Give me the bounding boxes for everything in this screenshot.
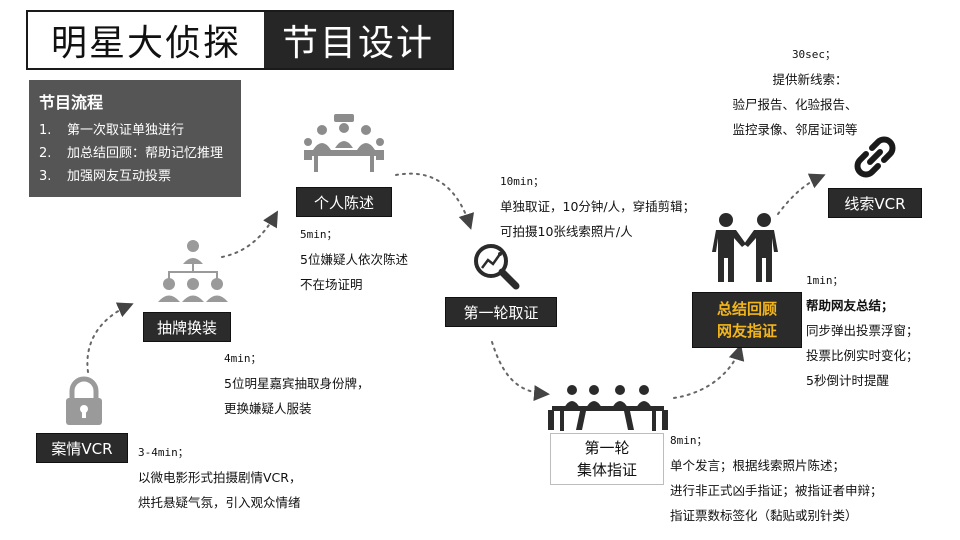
desc-draw-cards: 4min； 5位明星嘉宾抽取身份牌， 更换嫌疑人服装 bbox=[224, 346, 369, 421]
stage-summary-line1: 总结回顾 bbox=[716, 300, 777, 318]
stage-statement: 个人陈述 bbox=[296, 187, 392, 217]
connector-2 bbox=[221, 210, 279, 258]
desc-line: 5位嫌疑人依次陈述 bbox=[300, 252, 408, 267]
flow-item-number: 2. bbox=[39, 146, 52, 161]
title-main: 明星大侦探 bbox=[50, 23, 241, 64]
desc-line: 投票比例实时变化； bbox=[806, 348, 919, 363]
stage-summary-line2: 网友指证 bbox=[716, 322, 777, 340]
flow-heading: 节目流程 bbox=[39, 93, 104, 112]
desc-clue-vcr: 30sec； 提供新线索： 验尸报告、化验报告、 监控录像、邻居证词等 bbox=[720, 42, 870, 142]
stage-summary: 总结回顾 网友指证 bbox=[692, 292, 802, 348]
desc-line: 以微电影形式拍摄剧情VCR， bbox=[138, 470, 302, 485]
team-table-icon bbox=[548, 385, 668, 431]
connector-6 bbox=[777, 173, 826, 215]
desc-line: 单独取证，10分钟/人，穿插剪辑； bbox=[500, 199, 696, 214]
stage-draw-cards: 抽牌换装 bbox=[143, 312, 231, 342]
chain-link-icon bbox=[854, 136, 896, 178]
desc-line: 进行非正式凶手指证；被指证者申辩； bbox=[670, 483, 883, 498]
lock-icon bbox=[66, 376, 102, 425]
desc-line: 监控录像、邻居证词等 bbox=[732, 122, 858, 137]
desc-time: 10min； bbox=[500, 175, 545, 188]
desc-line: 不在场证明 bbox=[300, 277, 363, 292]
flow-item: 1. 第一次取证单独进行 bbox=[39, 119, 231, 142]
desc-time: 1min； bbox=[806, 274, 844, 287]
flow-item-text: 加强网友互动投票 bbox=[67, 169, 172, 184]
connector-4 bbox=[491, 341, 550, 402]
desc-line-bold: 帮助网友总结； bbox=[806, 298, 894, 313]
desc-line: 提供新线索： bbox=[772, 72, 848, 87]
flow-item-number: 3. bbox=[39, 169, 52, 184]
desc-line: 单个发言；根据线索照片陈述； bbox=[670, 458, 846, 473]
desc-line: 烘托悬疑气氛，引入观众情绪 bbox=[138, 495, 301, 510]
stage-evidence-1: 第一轮取证 bbox=[445, 297, 557, 327]
desc-line: 更换嫌疑人服装 bbox=[224, 401, 312, 416]
stage-clue-vcr: 线索VCR bbox=[828, 188, 922, 218]
org-chart-icon bbox=[158, 240, 228, 302]
magnifier-chart-icon bbox=[474, 244, 520, 290]
desc-summary: 1min； 帮助网友总结； 同步弹出投票浮窗； 投票比例实时变化； 5秒倒计时提… bbox=[806, 268, 919, 393]
connector-5 bbox=[673, 344, 745, 399]
desc-time: 3-4min； bbox=[138, 446, 189, 459]
desc-line: 5秒倒计时提醒 bbox=[806, 373, 889, 388]
desc-time: 4min； bbox=[224, 352, 262, 365]
stage-case-vcr: 案情VCR bbox=[36, 433, 128, 463]
flow-item-text: 加总结回顾：帮助记忆推理 bbox=[67, 146, 224, 161]
flow-item-number: 1. bbox=[39, 123, 52, 138]
desc-time: 5min； bbox=[300, 228, 338, 241]
desc-statement: 5min； 5位嫌疑人依次陈述 不在场证明 bbox=[300, 222, 408, 297]
desc-time: 8min； bbox=[670, 434, 708, 447]
handshake-icon bbox=[712, 213, 778, 282]
flow-panel: 节目流程 1. 第一次取证单独进行 2. 加总结回顾：帮助记忆推理 3. 加强网… bbox=[29, 80, 241, 197]
connector-3 bbox=[395, 172, 475, 230]
connector-1 bbox=[86, 302, 134, 373]
desc-line: 指证票数标签化（黏贴或别针类） bbox=[670, 508, 858, 523]
desc-case-vcr: 3-4min； 以微电影形式拍摄剧情VCR， 烘托悬疑气氛，引入观众情绪 bbox=[138, 440, 301, 515]
desc-evidence-1: 10min； 单独取证，10分钟/人，穿插剪辑； 可拍摄10张线索照片/人 bbox=[500, 169, 695, 244]
desc-line: 同步弹出投票浮窗； bbox=[806, 323, 919, 338]
flow-item-text: 第一次取证单独进行 bbox=[67, 123, 185, 138]
title-sub: 节目设计 bbox=[264, 12, 452, 68]
meeting-icon bbox=[304, 114, 384, 172]
desc-line: 5位明星嘉宾抽取身份牌， bbox=[224, 376, 370, 391]
desc-line: 可拍摄10张线索照片/人 bbox=[500, 224, 633, 239]
flow-item: 2. 加总结回顾：帮助记忆推理 bbox=[39, 142, 231, 165]
stage-accuse-1-line2: 集体指证 bbox=[576, 461, 637, 479]
stage-accuse-1: 第一轮 集体指证 bbox=[550, 433, 664, 485]
desc-line: 验尸报告、化验报告、 bbox=[732, 97, 858, 112]
desc-accuse-1: 8min； 单个发言；根据线索照片陈述； 进行非正式凶手指证；被指证者申辩； 指… bbox=[670, 428, 883, 528]
flow-item: 3. 加强网友互动投票 bbox=[39, 165, 231, 188]
title-banner: 明星大侦探 节目设计 bbox=[26, 10, 454, 70]
desc-time: 30sec； bbox=[791, 48, 837, 61]
stage-accuse-1-line1: 第一轮 bbox=[584, 439, 630, 457]
